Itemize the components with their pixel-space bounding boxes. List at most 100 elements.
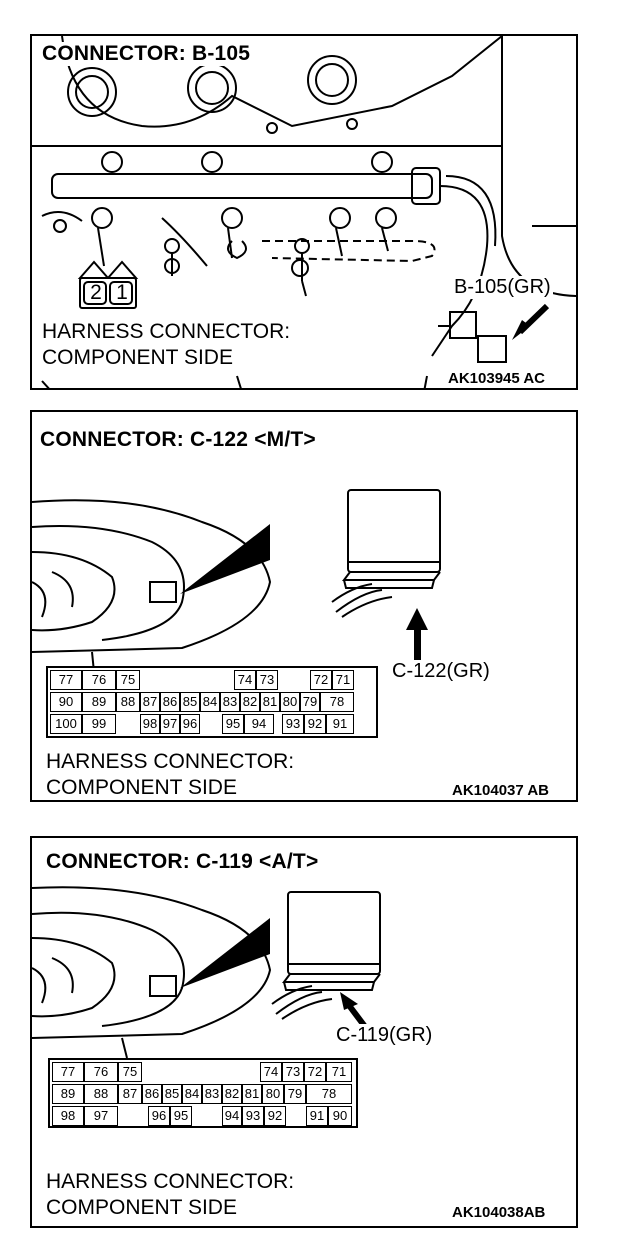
pin-cell: 75 [118,1062,142,1082]
pin-cell: 82 [222,1084,242,1104]
pin-cell-empty [200,670,220,690]
pin-cell: 74 [234,670,256,690]
panel-title: CONNECTOR: B-105 [40,42,253,66]
pin-cell-empty [202,1062,222,1082]
pin-cell: 83 [202,1084,222,1104]
dashboard-illustration [32,489,441,673]
pin-cell: 78 [306,1084,352,1104]
pin-cell: 88 [116,692,140,712]
pin-cell-empty [286,1106,306,1126]
pin-cell: 89 [82,692,116,712]
harness-label-line2: COMPONENT SIDE [46,776,237,799]
pin-cell: 83 [220,692,240,712]
pin-cell: 71 [332,670,354,690]
pin-cell: 98 [52,1106,84,1126]
engine-fuel-rail-illustration [32,36,576,388]
pin-cell: 100 [50,714,82,734]
pin-cell: 97 [84,1106,118,1126]
figure-code: AK104037 AB [452,782,549,799]
pin-cell: 74 [260,1062,282,1082]
pin-cell: 86 [142,1084,162,1104]
pin-cell: 76 [84,1062,118,1082]
pin-cell: 85 [180,692,200,712]
pin-label: 2 [90,281,102,304]
harness-label-line1: HARNESS CONNECTOR: [42,320,291,343]
pin-cell: 73 [282,1062,304,1082]
pin-cell: 80 [280,692,300,712]
pin-cell: 96 [180,714,200,734]
pin-cell: 77 [50,670,82,690]
pin-cell: 92 [304,714,326,734]
pin-cell: 73 [256,670,278,690]
pin-cell: 84 [200,692,220,712]
connector-callout: C-122(GR) [390,660,492,683]
pin-cell: 94 [222,1106,242,1126]
arrow-icon [414,626,421,666]
pin-cell: 79 [300,692,320,712]
pin-cell-empty [278,670,300,690]
pin-cell: 81 [242,1084,262,1104]
pin-cell: 91 [306,1106,328,1126]
pin-cell-empty [162,1062,182,1082]
pin-cell: 79 [284,1084,306,1104]
pin-cell-empty [192,1106,222,1126]
pin-cell: 95 [222,714,244,734]
b105-connector-symbol [77,260,139,309]
pin-cell: 75 [116,670,140,690]
pin-cell-empty [142,1062,162,1082]
pin-cell: 80 [262,1084,284,1104]
pin-cell: 76 [82,670,116,690]
pin-cell-empty [116,714,140,734]
pin-cell: 90 [328,1106,352,1126]
harness-label-line1: HARNESS CONNECTOR: [46,750,295,773]
pin-cell-empty [118,1106,148,1126]
harness-label-line2: COMPONENT SIDE [46,1196,237,1219]
panel-b105: CONNECTOR: B-105 2 1 B-105(GR) HARNESS C… [30,34,578,390]
figure-code: AK103945 AC [448,370,545,387]
dashboard-illustration [32,886,381,1059]
pin-cell: 94 [244,714,274,734]
pin-cell-empty [200,714,222,734]
pin-cell: 78 [320,692,354,712]
panel-title: CONNECTOR: C-119 <A/T> [44,850,321,874]
pin-cell: 81 [260,692,280,712]
pin-cell-empty [274,714,282,734]
pin-cell: 98 [140,714,160,734]
pin-cell: 96 [148,1106,170,1126]
pin-label: 1 [116,281,128,304]
pin-cell: 84 [182,1084,202,1104]
pin-cell: 72 [310,670,332,690]
pin-cell-empty [180,670,200,690]
pin-cell: 99 [82,714,116,734]
pin-cell: 77 [52,1062,84,1082]
pin-cell: 88 [84,1084,118,1104]
pin-cell: 90 [50,692,82,712]
pin-cell: 91 [326,714,354,734]
connector-callout: C-119(GR) [334,1024,435,1047]
pin-cell: 87 [140,692,160,712]
pin-cell: 92 [264,1106,286,1126]
pin-cell-empty [182,1062,202,1082]
panel-title: CONNECTOR: C-122 <M/T> [38,428,318,452]
pin-cell-empty [140,670,160,690]
pin-cell-empty [160,670,180,690]
figure-code: AK104038AB [452,1204,546,1221]
pin-cell: 89 [52,1084,84,1104]
pin-cell: 93 [282,714,304,734]
connector-callout: B-105(GR) [452,276,553,299]
pin-cell: 72 [304,1062,326,1082]
harness-label-line1: HARNESS CONNECTOR: [46,1170,295,1193]
pin-cell: 82 [240,692,260,712]
pin-cell: 87 [118,1084,142,1104]
harness-label-line2: COMPONENT SIDE [42,346,233,369]
pin-cell: 85 [162,1084,182,1104]
pin-cell: 97 [160,714,180,734]
pin-cell: 95 [170,1106,192,1126]
pin-cell: 71 [326,1062,352,1082]
pin-cell: 93 [242,1106,264,1126]
pin-cell: 86 [160,692,180,712]
